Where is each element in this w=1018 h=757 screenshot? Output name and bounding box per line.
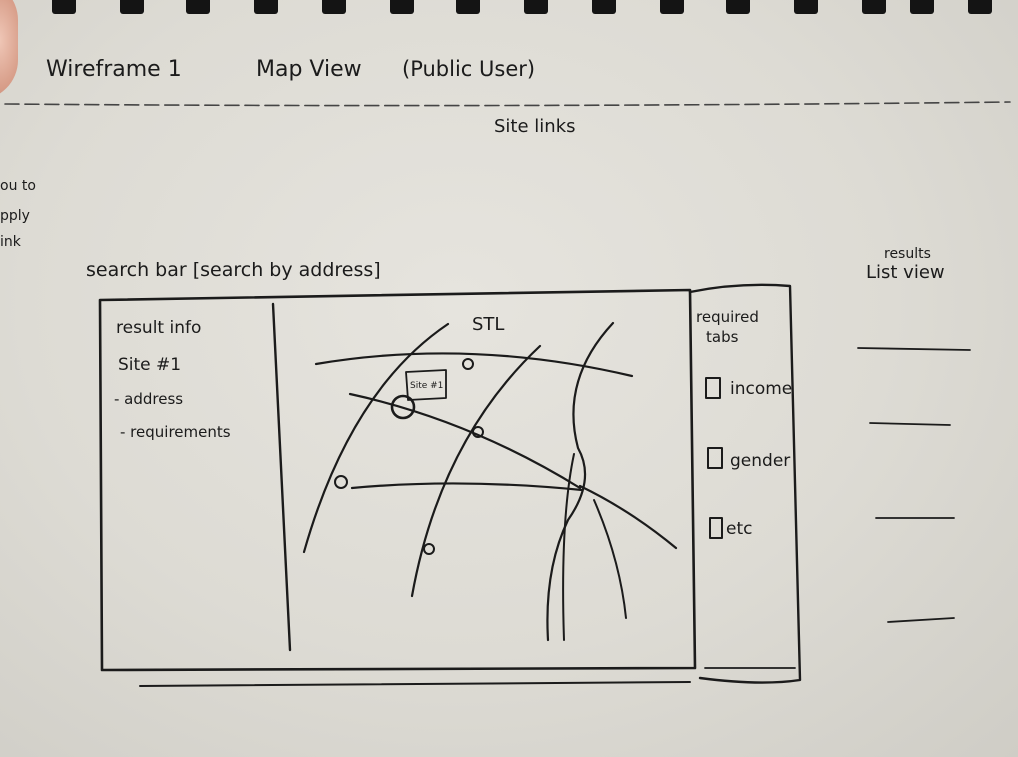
filter-heading: tabs [706, 328, 739, 346]
margin-note-line: ink [0, 234, 22, 250]
binding-hole [390, 0, 414, 14]
binding-hole [592, 0, 616, 14]
site-links-label[interactable]: Site links [494, 116, 576, 137]
binding-hole [186, 0, 210, 14]
site-marker[interactable] [462, 358, 474, 370]
binding-hole [910, 0, 934, 14]
result-panel-divider [271, 302, 292, 652]
etc-filter-label[interactable]: etc [726, 519, 752, 539]
list-item-line[interactable] [857, 347, 971, 351]
margin-note-line: ou to [0, 178, 36, 194]
binding-hole [322, 0, 346, 14]
binding-hole [52, 0, 76, 14]
filter-panel-frame [688, 283, 802, 684]
margin-note-line: pply [0, 208, 30, 224]
wireframe-title: Wireframe 1 [46, 57, 182, 82]
income-checkbox[interactable] [705, 377, 721, 399]
map-road [578, 484, 678, 550]
map-road [314, 352, 634, 378]
map-road [546, 321, 615, 642]
site-marker[interactable] [423, 543, 435, 555]
header-divider [4, 101, 1011, 107]
income-filter-label[interactable]: income [730, 379, 792, 399]
selected-site-marker[interactable] [390, 394, 416, 420]
filter-heading: required [696, 308, 759, 326]
list-view-heading: List view [866, 262, 945, 283]
site-tooltip-label: Site #1 [410, 381, 443, 391]
site-tooltip-box [405, 369, 447, 401]
search-bar-label[interactable]: search bar [search by address] [86, 259, 381, 281]
binding-hole [254, 0, 278, 14]
result-requirements-line: - requirements [120, 423, 231, 441]
list-view-heading: results [884, 246, 931, 262]
spiral-binding [0, 0, 1018, 18]
gender-checkbox[interactable] [707, 447, 723, 469]
binding-hole [456, 0, 480, 14]
site-marker[interactable] [334, 475, 348, 489]
user-type-label: (Public User) [402, 57, 535, 81]
map-road [348, 392, 582, 490]
result-info-heading: result info [116, 318, 201, 338]
gender-filter-label[interactable]: gender [730, 451, 790, 471]
thumb [0, 0, 18, 100]
site-marker[interactable] [472, 426, 484, 438]
binding-hole [660, 0, 684, 14]
etc-checkbox[interactable] [709, 517, 723, 539]
map-road [302, 322, 450, 554]
map-road [350, 482, 584, 492]
binding-hole [862, 0, 886, 14]
result-site-title: Site #1 [118, 355, 181, 375]
frame-underline [139, 681, 691, 687]
binding-hole [524, 0, 548, 14]
result-address-line: - address [114, 390, 183, 408]
binding-hole [120, 0, 144, 14]
binding-hole [726, 0, 750, 14]
list-item-line[interactable] [887, 617, 955, 623]
map-road [410, 344, 542, 598]
map-road [593, 499, 627, 619]
map-city-label: STL [472, 314, 504, 335]
main-frame [98, 288, 697, 672]
binding-hole [968, 0, 992, 14]
view-title: Map View [256, 57, 362, 82]
binding-hole [794, 0, 818, 14]
map-road [562, 453, 575, 641]
list-item-line[interactable] [869, 422, 951, 426]
